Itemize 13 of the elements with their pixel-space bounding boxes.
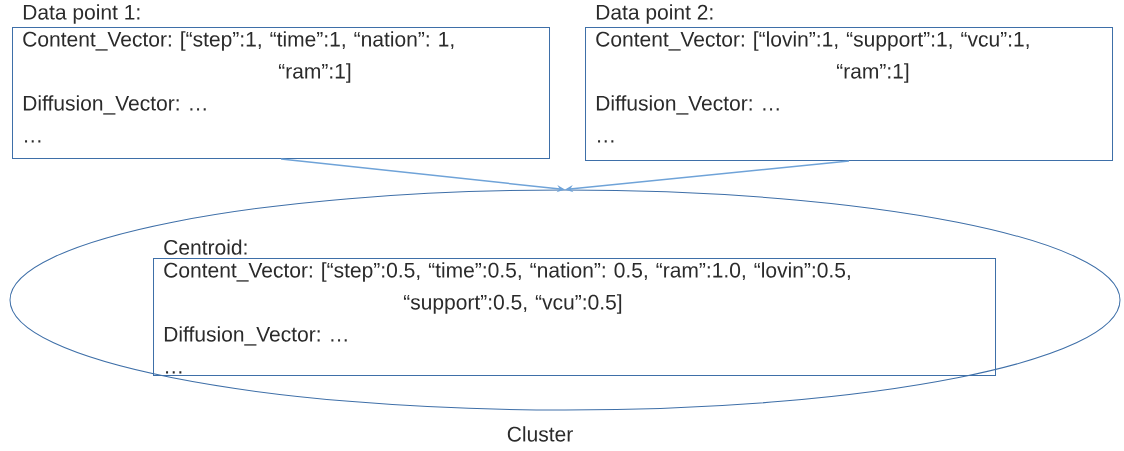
text-line: Diffusion_Vector: …	[164, 326, 347, 346]
text-line: Diffusion_Vector: …	[596, 95, 779, 115]
box-heading: Data point 2:	[596, 4, 713, 24]
text-line: …	[598, 140, 614, 143]
text-line: Diffusion_Vector: …	[23, 95, 206, 115]
text-line: …	[166, 371, 182, 374]
box-heading: Data point 1:	[23, 4, 140, 24]
text-line: …	[25, 140, 41, 143]
text-line: Content_Vector: [“lovin”:1, “support”:1, “vcu”:1, “ram”:1]	[596, 31, 1029, 83]
text-line: Content_Vector: [“step”:1, “time”:1, “nation”: 1, “ram”:1]	[23, 31, 454, 83]
box-heading: Centroid:	[164, 239, 247, 255]
ellipse-label: Cluster	[507, 426, 573, 442]
text-line: Content_Vector: [“step”:0.5, “time”:0.5, “nation”: 0.5, “ram”:1.0, “lovin”:0.5, “support”:0.5, “vcu”:0.5]	[164, 262, 850, 314]
